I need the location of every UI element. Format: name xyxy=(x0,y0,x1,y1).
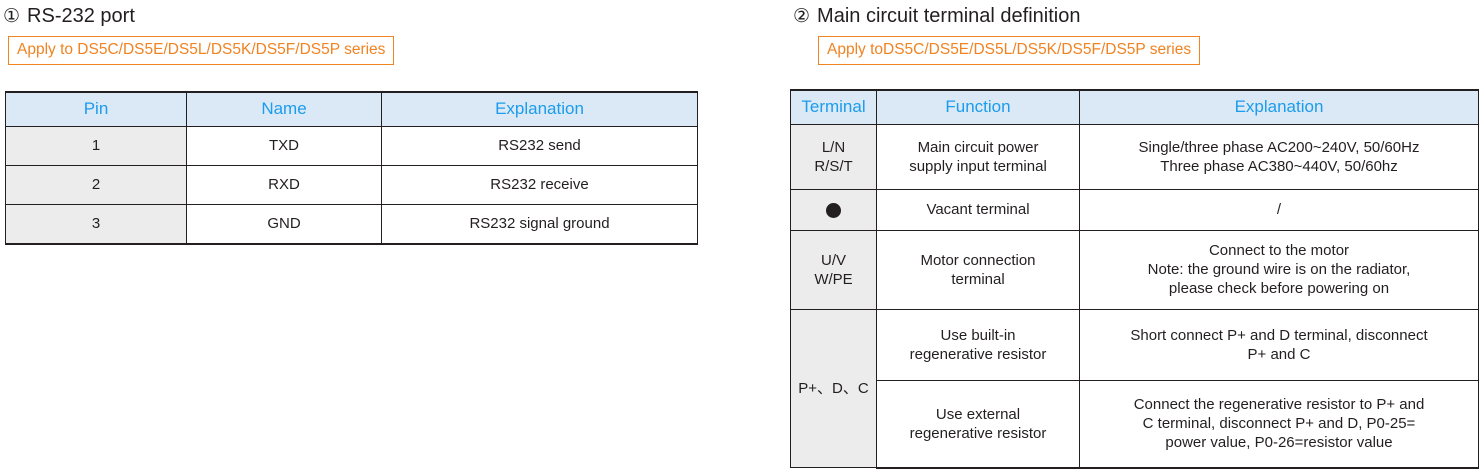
cell-function: Main circuit power supply input terminal xyxy=(876,123,1080,190)
apply-badge-container: Apply toDS5C/DS5E/DS5L/DS5K/DS5F/DS5P se… xyxy=(818,36,1480,65)
cell-name: TXD xyxy=(186,125,382,166)
cell-explanation: RS232 receive xyxy=(381,164,698,205)
cell-explanation: Connect the regenerative resistor to P+ … xyxy=(1079,379,1479,469)
cell-explanation: Short connect P+ and D terminal, disconn… xyxy=(1079,308,1479,381)
cell-pin: 1 xyxy=(5,125,187,166)
section-number-icon: ① xyxy=(3,6,21,27)
cell-explanation: Single/three phase AC200~240V, 50/60Hz T… xyxy=(1079,123,1479,190)
section-main-circuit: ② Main circuit terminal definition Apply… xyxy=(790,0,1480,65)
table-header-row: Terminal Function Explanation xyxy=(790,88,1479,125)
cell-terminal xyxy=(790,188,877,231)
section-rs232: ① RS-232 port Apply to DS5C/DS5E/DS5L/DS… xyxy=(0,0,760,65)
column-header-function: Function xyxy=(876,88,1080,125)
rs232-pin-table: Pin Name Explanation 1 TXD RS232 send 2 … xyxy=(5,90,698,245)
cell-function: Use built-in regenerative resistor xyxy=(876,308,1080,381)
column-header-pin: Pin xyxy=(5,90,187,127)
table-row: U/V W/PE Motor connection terminal Conne… xyxy=(790,229,1479,310)
cell-terminal: U/V W/PE xyxy=(790,229,877,310)
cell-function: Vacant terminal xyxy=(876,188,1080,231)
column-header-name: Name xyxy=(186,90,382,127)
page-title: ① RS-232 port xyxy=(3,4,760,29)
column-header-terminal: Terminal xyxy=(790,88,877,125)
table-row: Vacant terminal / xyxy=(790,188,1479,231)
cell-explanation: / xyxy=(1079,188,1479,231)
cell-terminal: P+、D、C xyxy=(790,308,877,469)
apply-series-badge: Apply to DS5C/DS5E/DS5L/DS5K/DS5F/DS5P s… xyxy=(8,36,395,65)
cell-explanation: RS232 send xyxy=(381,125,698,166)
apply-badge-container: Apply to DS5C/DS5E/DS5L/DS5K/DS5F/DS5P s… xyxy=(8,36,760,65)
cell-pin: 3 xyxy=(5,203,187,245)
cell-name: RXD xyxy=(186,164,382,205)
apply-series-badge: Apply toDS5C/DS5E/DS5L/DS5K/DS5F/DS5P se… xyxy=(818,36,1201,65)
table-row: 1 TXD RS232 send xyxy=(5,125,698,166)
filled-circle-icon xyxy=(826,202,841,218)
cell-function: Use external regenerative resistor xyxy=(876,379,1080,469)
section-number-icon: ② xyxy=(793,6,811,27)
cell-explanation: Connect to the motor Note: the ground wi… xyxy=(1079,229,1479,310)
table-row: 3 GND RS232 signal ground xyxy=(5,203,698,245)
table-row: L/N R/S/T Main circuit power supply inpu… xyxy=(790,123,1479,190)
page-title-2: ② Main circuit terminal definition xyxy=(793,4,1480,29)
table-header-row: Pin Name Explanation xyxy=(5,90,698,127)
cell-name: GND xyxy=(186,203,382,245)
section-title-text: RS-232 port xyxy=(27,5,135,27)
cell-function: Motor connection terminal xyxy=(876,229,1080,310)
cell-explanation: RS232 signal ground xyxy=(381,203,698,245)
column-header-explanation: Explanation xyxy=(381,90,698,127)
table-row: 2 RXD RS232 receive xyxy=(5,164,698,205)
section-title-text: Main circuit terminal definition xyxy=(817,5,1081,27)
table-row: P+、D、C Use built-in regenerative resisto… xyxy=(790,308,1479,469)
column-header-explanation: Explanation xyxy=(1079,88,1479,125)
table-row: Use external regenerative resistor Conne… xyxy=(791,379,1479,469)
main-circuit-terminal-table: Terminal Function Explanation L/N R/S/T … xyxy=(790,88,1479,469)
cell-pin: 2 xyxy=(5,164,187,205)
cell-terminal: L/N R/S/T xyxy=(790,123,877,190)
